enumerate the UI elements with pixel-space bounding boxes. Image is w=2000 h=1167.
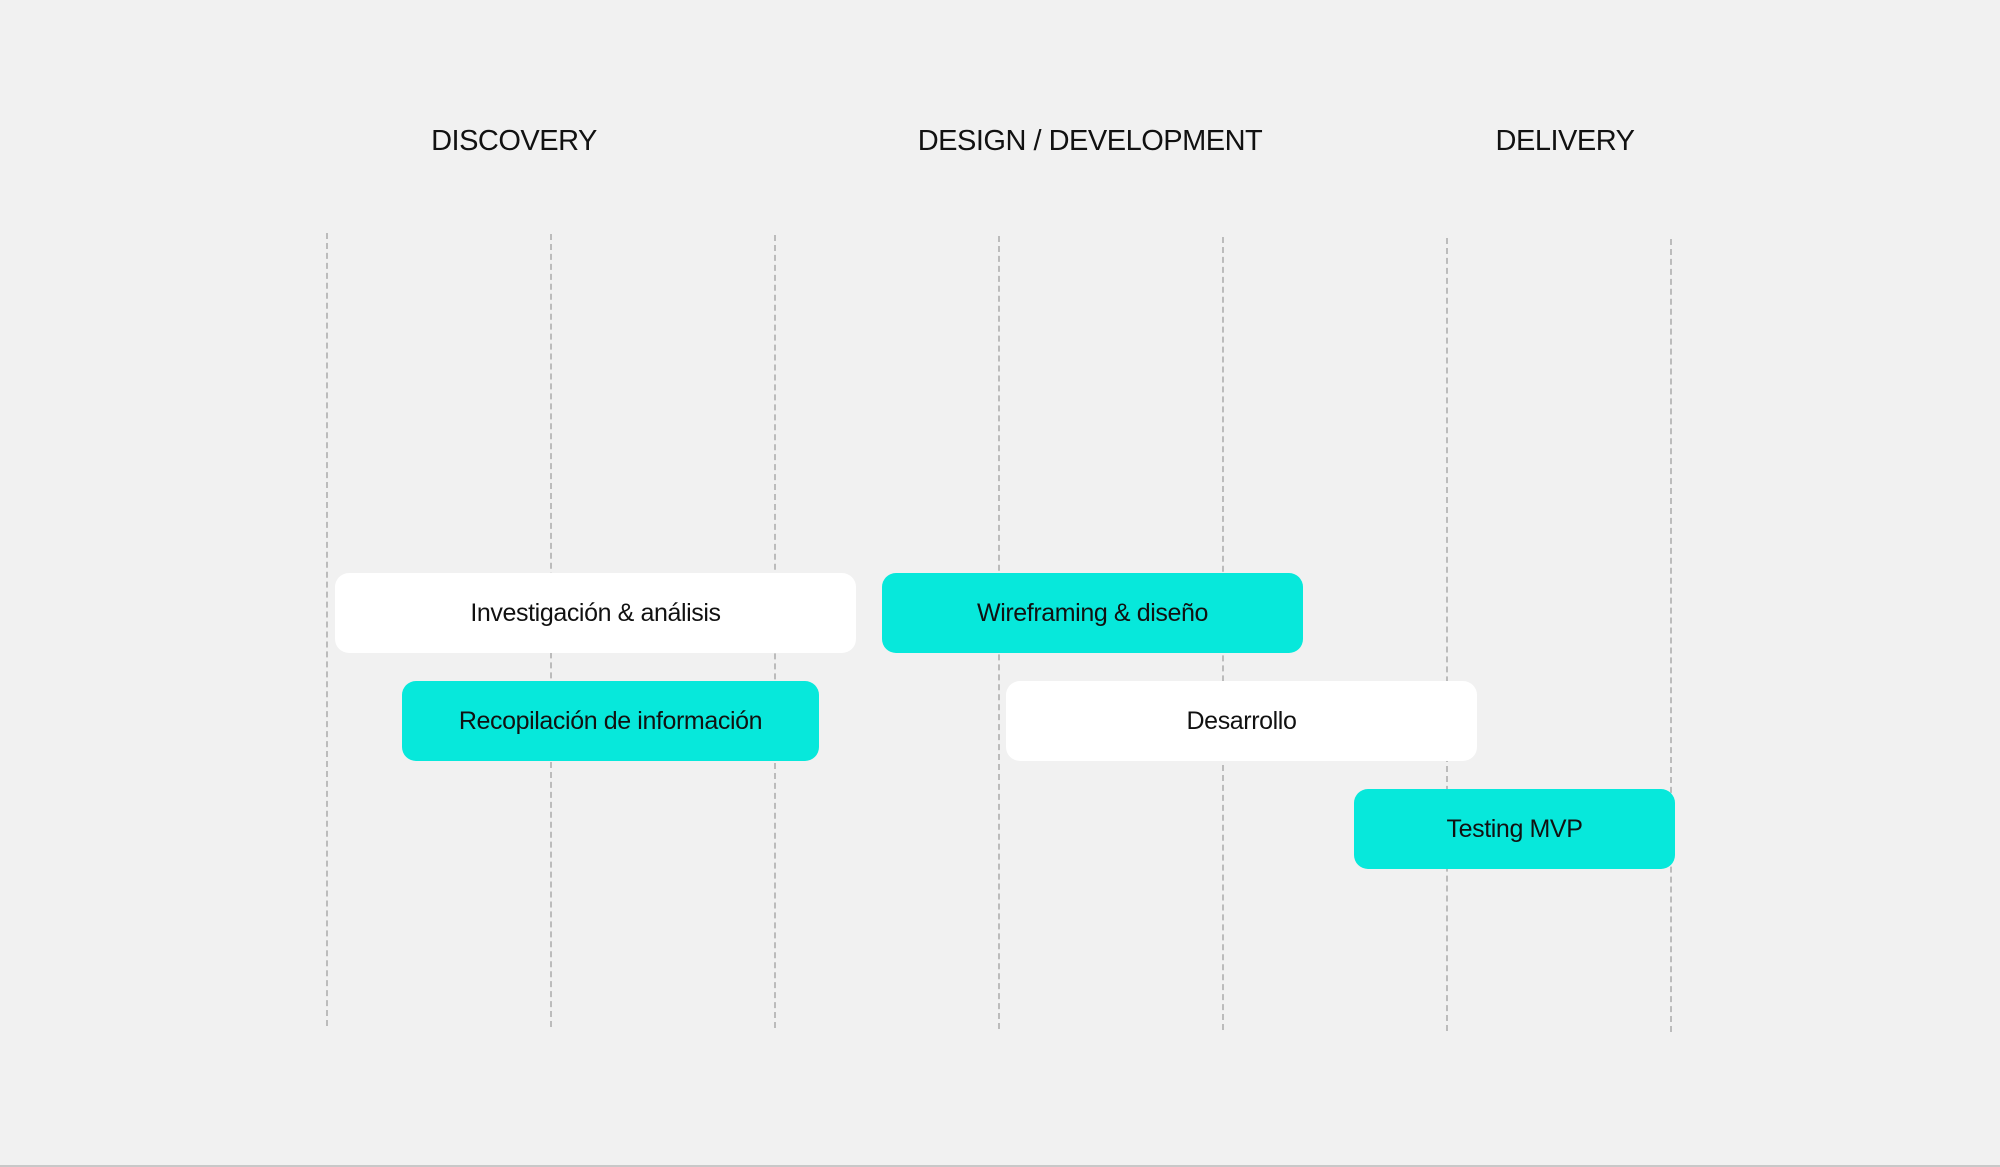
task-label: Desarrollo: [1186, 706, 1297, 735]
phase-header-discovery: DISCOVERY: [431, 125, 597, 157]
task-bar-investigacion-analisis: Investigación & análisis: [335, 573, 856, 653]
bottom-divider: [0, 1165, 2000, 1167]
gridline: [326, 233, 328, 1026]
task-bar-wireframing-diseno: Wireframing & diseño: [882, 573, 1303, 653]
task-bar-recopilacion-informacion: Recopilación de información: [402, 681, 819, 761]
task-label: Testing MVP: [1446, 814, 1583, 843]
task-bar-testing-mvp: Testing MVP: [1354, 789, 1675, 869]
task-bar-desarrollo: Desarrollo: [1006, 681, 1477, 761]
phase-header-delivery: DELIVERY: [1495, 125, 1635, 157]
gridline: [1670, 239, 1672, 1032]
task-label: Wireframing & diseño: [977, 598, 1208, 627]
gridline: [1446, 238, 1448, 1031]
phase-header-design-development: DESIGN / DEVELOPMENT: [917, 125, 1263, 157]
task-label: Recopilación de información: [458, 706, 763, 735]
task-label: Investigación & análisis: [470, 598, 721, 627]
